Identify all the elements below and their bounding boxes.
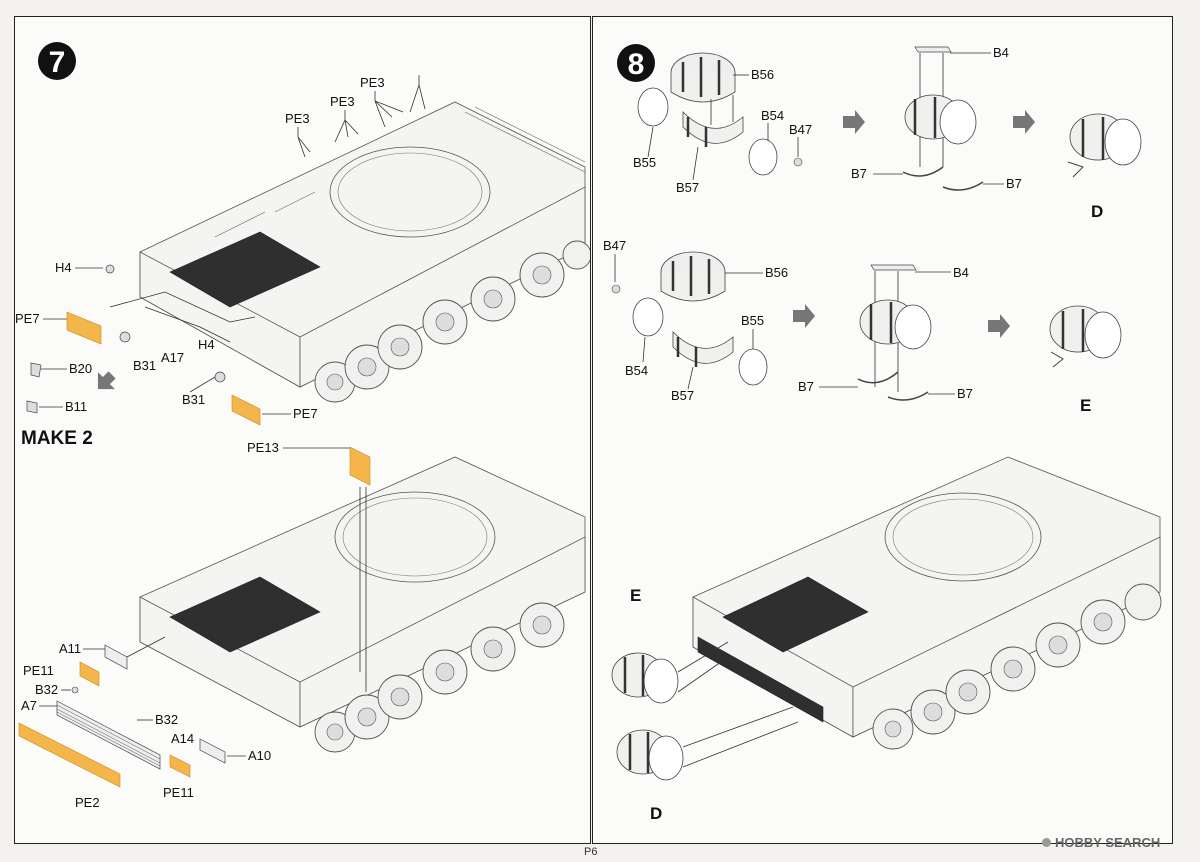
rear-parts-callouts: H4 PE7 B31 A17 H4 B31 B20 B11 PE7	[15, 260, 318, 426]
label-b31: B31	[133, 358, 156, 373]
pe11-plate	[169, 754, 191, 778]
label-pe7: PE7	[15, 311, 40, 326]
hull-final	[611, 456, 1162, 781]
step-8-badge: 8	[617, 44, 655, 82]
label-b54: B54	[625, 363, 648, 378]
label-b7: B7	[957, 386, 973, 401]
step-8-number: 8	[628, 48, 645, 81]
label-b11: B11	[65, 399, 87, 414]
label-b57: B57	[671, 388, 694, 403]
turret-ring	[334, 491, 496, 583]
pe7-plate	[231, 394, 261, 426]
label-pe7: PE7	[293, 406, 318, 421]
label-b55: B55	[741, 313, 764, 328]
label-b56: B56	[765, 265, 788, 280]
road-wheels-final	[872, 583, 1162, 750]
label-pe11: PE11	[23, 663, 54, 678]
assembly-d-marker: D	[650, 804, 662, 823]
step-7-panel: 7 PE3 PE3 PE3	[14, 16, 592, 844]
label-pe13: PE13	[247, 440, 279, 455]
step-8-drawing: 8 B56 B55 B57 B54 B47 B4	[603, 44, 1162, 823]
arrow-right-icon	[843, 110, 865, 134]
label-a7: A7	[21, 698, 37, 713]
label-b7: B7	[798, 379, 814, 394]
label-b32: B32	[155, 712, 178, 727]
label-b47: B47	[789, 122, 812, 137]
page-number: P6	[584, 846, 598, 858]
pe11-plate	[79, 661, 100, 687]
label-b31: B31	[182, 392, 205, 407]
label-b7: B7	[851, 166, 867, 181]
pe7-plate	[66, 311, 102, 345]
fuel-drum-e-assembly: B47 B54 B56 B57 B55 B4 B7 B7	[603, 238, 1122, 415]
hull-upper	[139, 101, 592, 403]
pe2-plate	[18, 722, 121, 788]
assembly-e-label: E	[1080, 396, 1091, 415]
brand-icon	[1042, 838, 1051, 847]
label-b32: B32	[35, 682, 58, 697]
step-8-panel: 8 B56 B55 B57 B54 B47 B4	[592, 16, 1173, 844]
fuel-drum-d-assembly: B56 B55 B57 B54 B47 B4 B7 B7	[633, 45, 1142, 221]
arrow-right-icon	[793, 304, 815, 328]
a7-rail	[56, 700, 161, 770]
pe3-callouts: PE3 PE3 PE3	[285, 75, 426, 158]
assembly-e-marker: E	[630, 586, 641, 605]
turret-ring	[884, 492, 1042, 582]
label-b4: B4	[993, 45, 1009, 60]
label-h4: H4	[198, 337, 215, 352]
watermark-logo: HOBBY SEARCH	[1042, 835, 1160, 850]
arrow-right-icon	[1013, 110, 1035, 134]
road-wheels-upper	[314, 240, 592, 403]
label-b57: B57	[676, 180, 699, 195]
rear-grille	[697, 636, 824, 723]
hull-lower	[139, 456, 586, 753]
step-7-badge: 7	[38, 42, 76, 80]
label-b56: B56	[751, 67, 774, 82]
label-pe11: PE11	[163, 785, 194, 800]
assembly-d-label: D	[1091, 202, 1103, 221]
rear-panel-callouts: PE13 A11 PE11 B32 A7 B32 A14 A10 PE2 PE1…	[18, 440, 371, 810]
label-b55: B55	[633, 155, 656, 170]
label-b54: B54	[761, 108, 784, 123]
road-wheels-lower	[314, 602, 565, 753]
label-pe3: PE3	[330, 94, 355, 109]
arrow-right-icon	[988, 314, 1010, 338]
engine-grille	[169, 231, 321, 308]
label-b4: B4	[953, 265, 969, 280]
label-b7: B7	[1006, 176, 1022, 191]
label-a10: A10	[248, 748, 271, 763]
label-a17: A17	[161, 350, 184, 365]
engine-grille	[169, 576, 321, 653]
label-pe3: PE3	[360, 75, 385, 90]
label-b47: B47	[603, 238, 626, 253]
label-a11: A11	[59, 641, 81, 656]
pe13-plate	[349, 446, 371, 486]
label-b20: B20	[69, 361, 92, 376]
make-2-note: MAKE 2	[21, 428, 93, 449]
watermark-text: HOBBY SEARCH	[1055, 835, 1161, 850]
label-pe3: PE3	[285, 111, 310, 126]
engine-grille	[722, 576, 869, 653]
label-h4: H4	[55, 260, 72, 275]
label-a14: A14	[171, 731, 194, 746]
step-7-number: 7	[49, 46, 66, 79]
label-pe2: PE2	[75, 795, 100, 810]
step-7-drawing: 7 PE3 PE3 PE3	[15, 42, 592, 810]
turret-ring	[329, 146, 491, 238]
